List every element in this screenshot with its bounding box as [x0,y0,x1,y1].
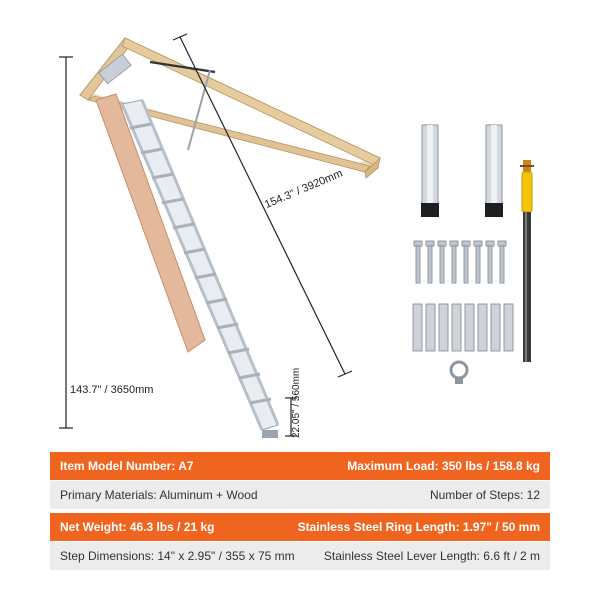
product-illustration [59,33,534,438]
spec-net-weight: Net Weight: 46.3 lbs / 21 kg [60,520,215,534]
diagonal-dimension-line [172,33,353,378]
spec-row: Step Dimensions: 14" x 2.95" / 355 x 75 … [50,542,550,570]
spec-maximum-load: Maximum Load: 350 lbs / 158.8 kg [347,459,540,473]
spec-ring-length: Stainless Steel Ring Length: 1.97" / 50 … [297,520,540,534]
support-leg-right [485,124,503,217]
spec-row: Primary Materials: Aluminum + Wood Numbe… [50,481,550,509]
spec-table: Item Model Number: A7 Maximum Load: 350 … [50,452,550,571]
foot-dimension-label: 22.05" / 560mm [291,367,302,438]
spec-step-dimensions: Step Dimensions: 14" x 2.95" / 355 x 75 … [60,549,295,563]
spec-model-number: Item Model Number: A7 [60,459,194,473]
steel-ring [449,360,469,384]
foot-dimension-line [285,397,297,437]
spec-row: Net Weight: 46.3 lbs / 21 kg Stainless S… [50,513,550,541]
aluminum-ladder [120,99,280,438]
lever-pole [520,160,534,362]
spec-lever-length: Stainless Steel Lever Length: 6.6 ft / 2… [323,549,540,563]
hatch-door-panel [95,93,206,353]
screws-set [413,240,507,284]
bolts-set [412,303,514,352]
height-dimension-label: 143.7" / 3650mm [70,384,154,396]
height-dimension-line [59,56,73,429]
support-leg-left [421,124,439,217]
attic-hatch-frame [79,37,381,179]
spec-number-of-steps: Number of Steps: 12 [429,488,540,502]
spec-materials: Primary Materials: Aluminum + Wood [60,488,258,502]
spec-row: Item Model Number: A7 Maximum Load: 350 … [50,452,550,480]
